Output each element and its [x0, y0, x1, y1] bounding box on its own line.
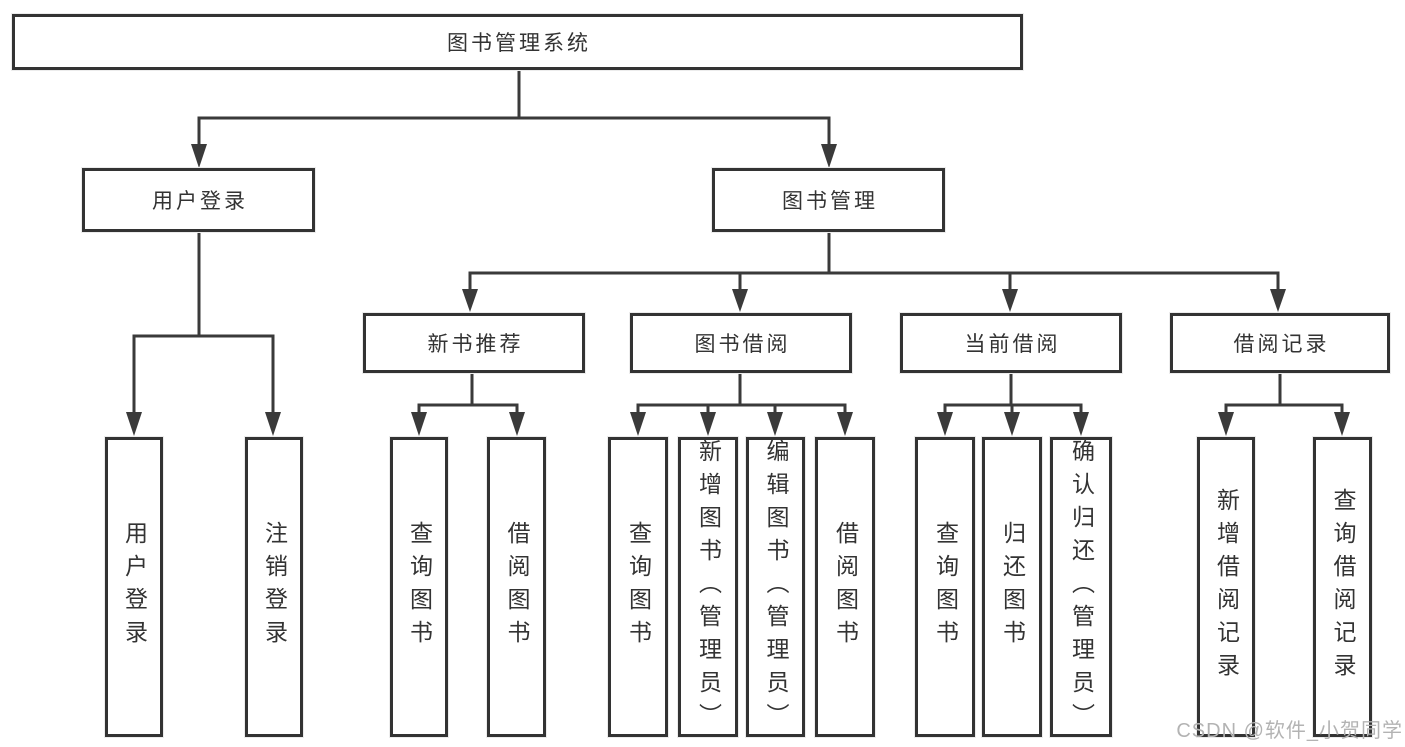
node-label: 新书推荐: [427, 333, 524, 356]
node-leaf-add-books-admin: 新增图书（管理员）: [678, 437, 738, 737]
csdn-watermark: CSDN @软件_小贺同学: [1176, 720, 1403, 742]
node-leaf-user-login: 用户登录: [105, 437, 163, 737]
node-new-book-recommend: 新书推荐: [363, 313, 585, 373]
node-label: 图书借阅: [694, 333, 791, 356]
node-label: 查询图书: [932, 521, 959, 653]
node-leaf-borrow-books-1: 借阅图书: [487, 437, 546, 737]
node-label: 图书管理: [782, 190, 878, 213]
node-leaf-logout: 注销登录: [245, 437, 303, 737]
node-leaf-edit-books-admin: 编辑图书（管理员）: [746, 437, 805, 737]
node-label: 查询图书: [406, 521, 433, 653]
node-label: 借阅记录: [1233, 333, 1330, 356]
node-leaf-return-books: 归还图书: [982, 437, 1042, 737]
node-label: 借阅图书: [832, 521, 859, 653]
node-label: 查询借阅记录: [1330, 488, 1356, 686]
arrowheads: [126, 144, 1350, 436]
node-leaf-query-borrow-record: 查询借阅记录: [1313, 437, 1372, 737]
node-label: 编辑图书（管理员）: [763, 438, 789, 736]
node-leaf-add-borrow-record: 新增借阅记录: [1197, 437, 1255, 737]
node-label: 确认归还（管理员）: [1068, 438, 1095, 736]
node-label: 新增借阅记录: [1213, 488, 1240, 686]
node-leaf-confirm-return-admin: 确认归还（管理员）: [1050, 437, 1112, 737]
node-leaf-query-books-2: 查询图书: [608, 437, 668, 737]
node-label: 用户登录: [121, 521, 148, 653]
connector-borrowrecords-to-leaves: [1224, 373, 1344, 418]
connector-currentborrow-to-leaves: [943, 373, 1083, 418]
node-book-management-branch: 图书管理: [712, 168, 945, 232]
node-label: 用户登录: [152, 190, 248, 213]
node-label: 当前借阅: [964, 333, 1061, 356]
connector-userlogin-to-leaves: [132, 232, 275, 418]
node-user-login-branch: 用户登录: [82, 168, 315, 232]
node-label: 归还图书: [999, 521, 1026, 653]
node-book-borrowing: 图书借阅: [630, 313, 852, 373]
node-leaf-borrow-books-2: 借阅图书: [815, 437, 875, 737]
node-borrowing-records: 借阅记录: [1170, 313, 1390, 373]
node-current-borrowing: 当前借阅: [900, 313, 1122, 373]
connector-bookmgmt-to-level3: [468, 232, 1280, 294]
node-label: 借阅图书: [504, 521, 530, 653]
connector-bookborrow-to-leaves: [636, 373, 847, 418]
node-leaf-query-books-1: 查询图书: [390, 437, 448, 737]
connector-root-to-level2: [197, 70, 831, 150]
node-library-management-system: 图书管理系统: [12, 14, 1023, 70]
node-label: 新增图书（管理员）: [695, 438, 722, 736]
connector-newbookrec-to-leaves: [417, 373, 519, 418]
node-label: 注销登录: [261, 521, 288, 653]
node-label: 查询图书: [625, 521, 652, 653]
node-leaf-query-books-3: 查询图书: [915, 437, 975, 737]
node-label: 图书管理系统: [447, 32, 591, 55]
